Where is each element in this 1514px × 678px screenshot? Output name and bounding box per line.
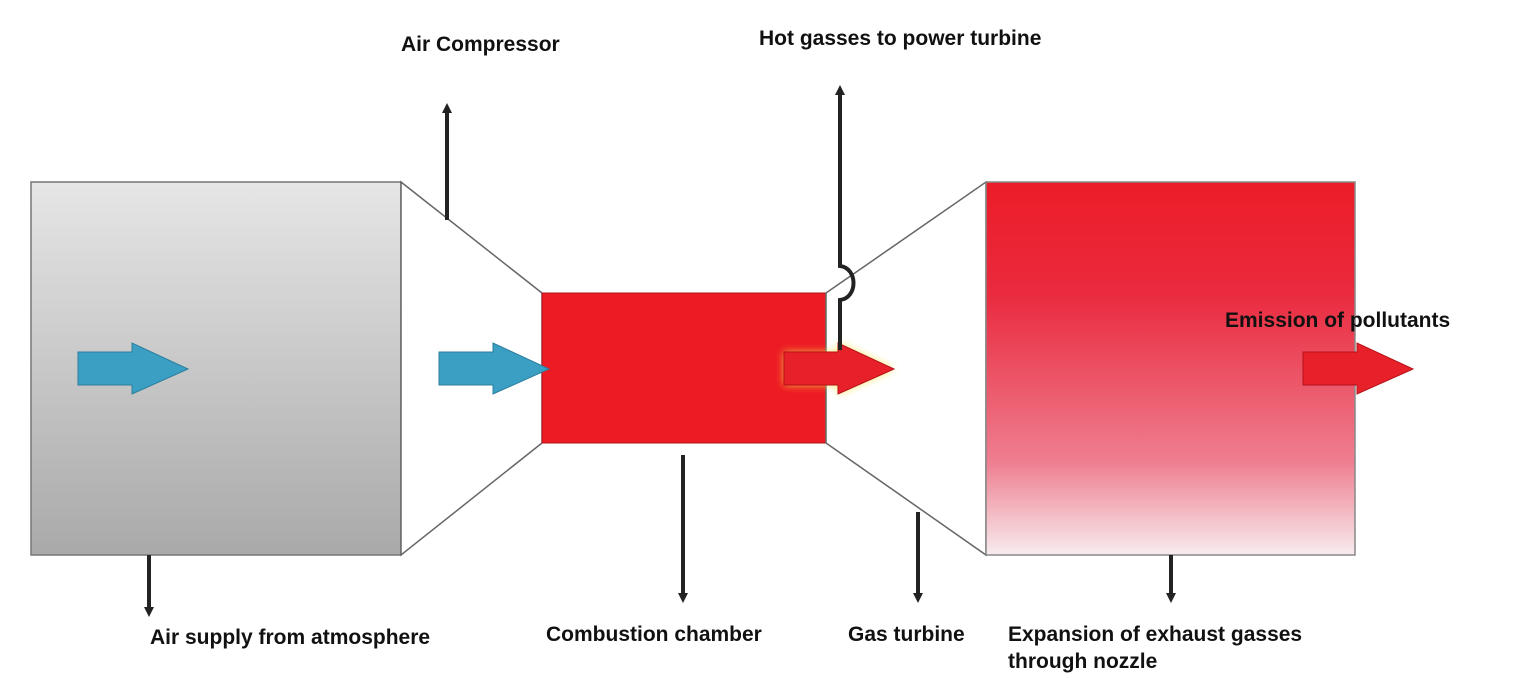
label-air-supply: Air supply from atmosphere — [150, 626, 430, 649]
hot-gas-arrow — [783, 342, 896, 395]
air-flow-arrow-intake — [77, 342, 190, 395]
label-gas-turbine: Gas turbine — [848, 623, 965, 646]
nozzle-box — [985, 181, 1356, 556]
label-expansion-line1: Expansion of exhaust gasses — [1008, 623, 1302, 646]
label-emission: Emission of pollutants — [1225, 309, 1450, 332]
combustion-chamber — [541, 292, 827, 444]
label-air-compressor: Air Compressor — [401, 33, 560, 56]
air-flow-arrow-compressor — [438, 342, 551, 395]
label-expansion-line2: through nozzle — [1008, 650, 1157, 673]
hot-gasses-pointer — [835, 85, 856, 350]
label-hot-gasses: Hot gasses to power turbine — [759, 27, 1041, 50]
emission-arrow — [1302, 342, 1415, 395]
label-combustion: Combustion chamber — [546, 623, 762, 646]
